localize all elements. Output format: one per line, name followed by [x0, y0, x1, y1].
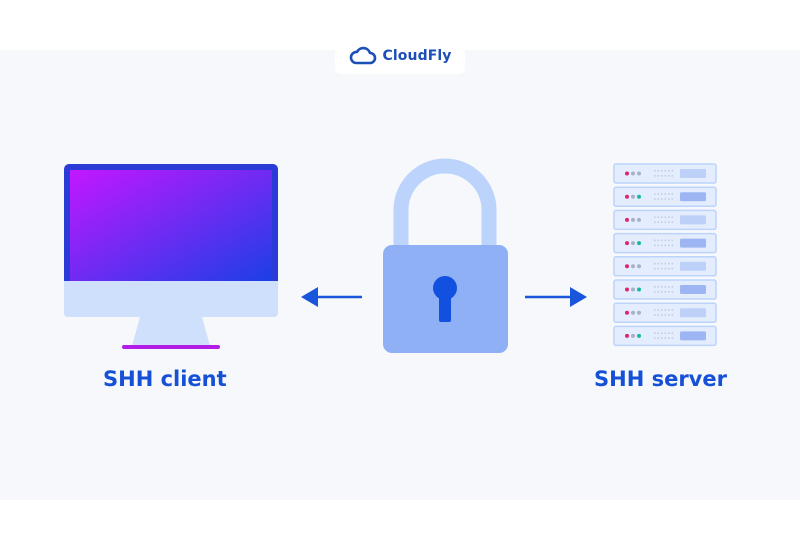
monitor-screen: [70, 170, 272, 282]
server-unit: [613, 325, 717, 347]
desktop-monitor-icon: [64, 164, 278, 349]
padlock-icon: [383, 158, 508, 353]
monitor-stand: [132, 317, 210, 346]
server-rack-icon: [613, 163, 717, 347]
monitor-chin-top: [64, 281, 278, 289]
monitor-chin: [64, 281, 278, 317]
server-unit: [613, 163, 717, 184]
server-unit: [613, 209, 717, 231]
server-unit: [613, 186, 717, 207]
server-unit: [613, 232, 717, 254]
arrow-left-icon: [301, 287, 362, 307]
server-unit: [613, 279, 717, 300]
brand-logo: CloudFly: [335, 38, 465, 74]
cloud-icon: [349, 46, 376, 65]
server-unit: [613, 302, 717, 323]
brand-name: CloudFly: [382, 48, 452, 64]
padlock-shackle: [393, 158, 497, 246]
client-label: SHH client: [103, 367, 227, 391]
monitor-base: [122, 345, 220, 349]
keyhole-slot: [439, 290, 451, 322]
server-unit: [613, 256, 717, 277]
arrow-right-icon: [525, 287, 587, 307]
server-label: SHH server: [594, 367, 727, 391]
